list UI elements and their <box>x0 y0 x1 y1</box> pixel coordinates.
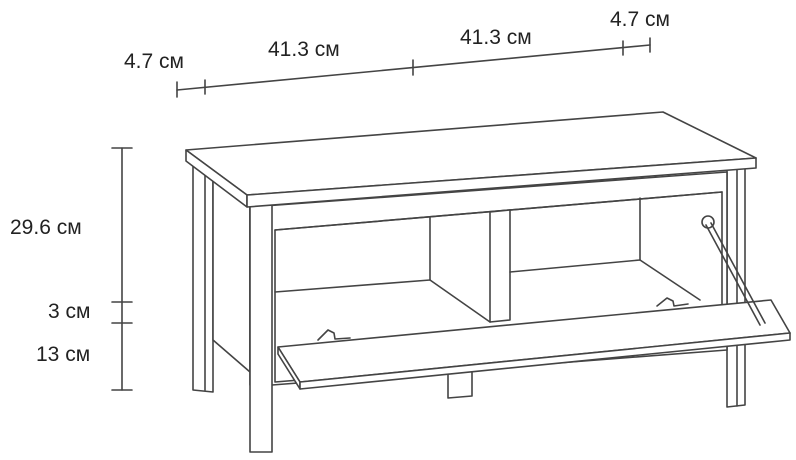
height-label-body: 29.6 см <box>10 216 82 239</box>
width-label-left-section: 41.3 см <box>268 38 340 61</box>
height-label-door: 3 см <box>48 300 91 323</box>
bench <box>185 111 791 453</box>
height-label-legs: 13 см <box>36 343 91 366</box>
width-label-left-margin: 4.7 см <box>124 50 184 73</box>
width-label-right-margin: 4.7 см <box>610 8 670 31</box>
height-dimension-line <box>111 147 133 391</box>
width-dimension-line <box>176 37 651 98</box>
width-label-right-section: 41.3 см <box>460 26 532 49</box>
